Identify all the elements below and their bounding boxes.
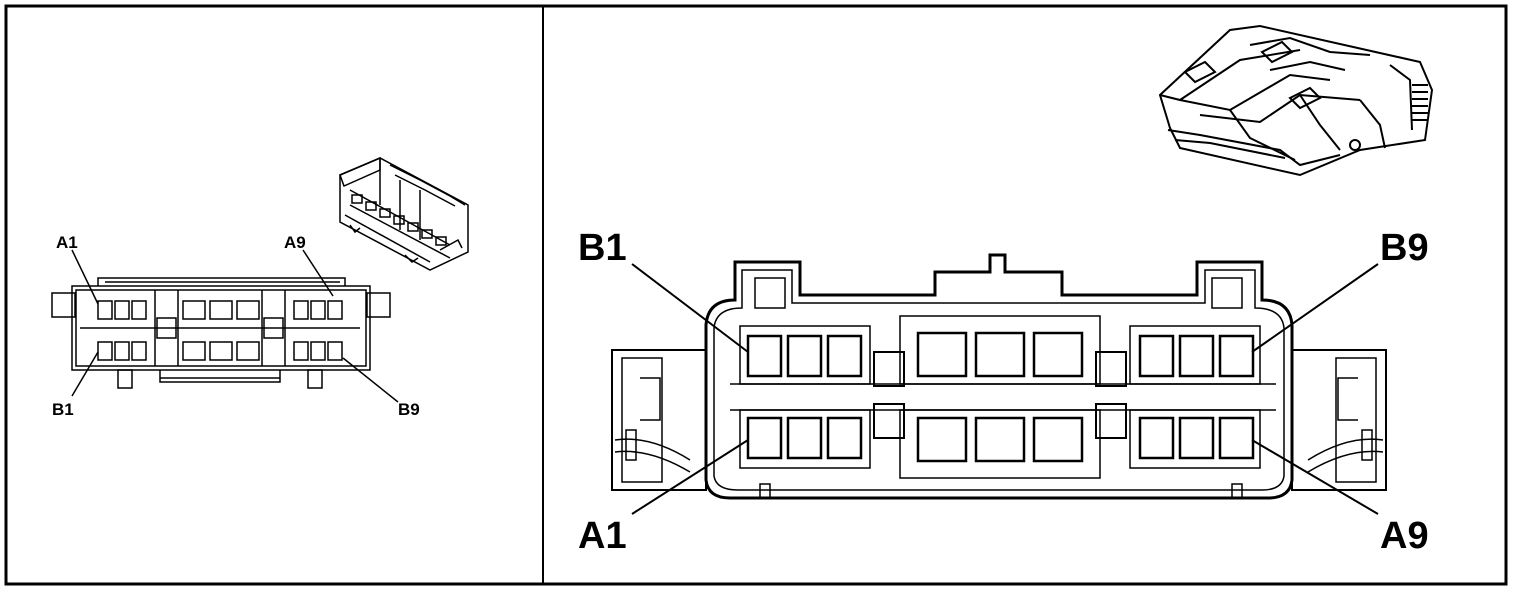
left-panel: A1 A9 B1 B9 <box>51 156 469 419</box>
left-connector-face-view <box>51 277 391 389</box>
right-label-b9: B9 <box>1380 227 1429 269</box>
right-connector-face-view <box>611 253 1387 500</box>
right-terminal-cavities <box>746 331 1255 463</box>
left-leader-lines <box>71 249 399 403</box>
left-label-a1: A1 <box>56 233 78 252</box>
left-terminal-cavities <box>97 300 343 361</box>
right-leader-lines <box>631 263 1379 515</box>
right-panel: B1 B9 A1 A9 <box>578 24 1434 557</box>
diagram-frame <box>4 4 1508 586</box>
right-label-b1: B1 <box>578 227 627 269</box>
left-label-b9: B9 <box>398 400 420 419</box>
left-connector-isometric-view <box>339 156 469 271</box>
left-label-b1: B1 <box>52 400 74 419</box>
left-label-a9: A9 <box>284 233 306 252</box>
right-connector-isometric-view <box>1158 24 1434 177</box>
right-label-a1: A1 <box>578 515 627 557</box>
right-label-a9: A9 <box>1380 515 1429 557</box>
